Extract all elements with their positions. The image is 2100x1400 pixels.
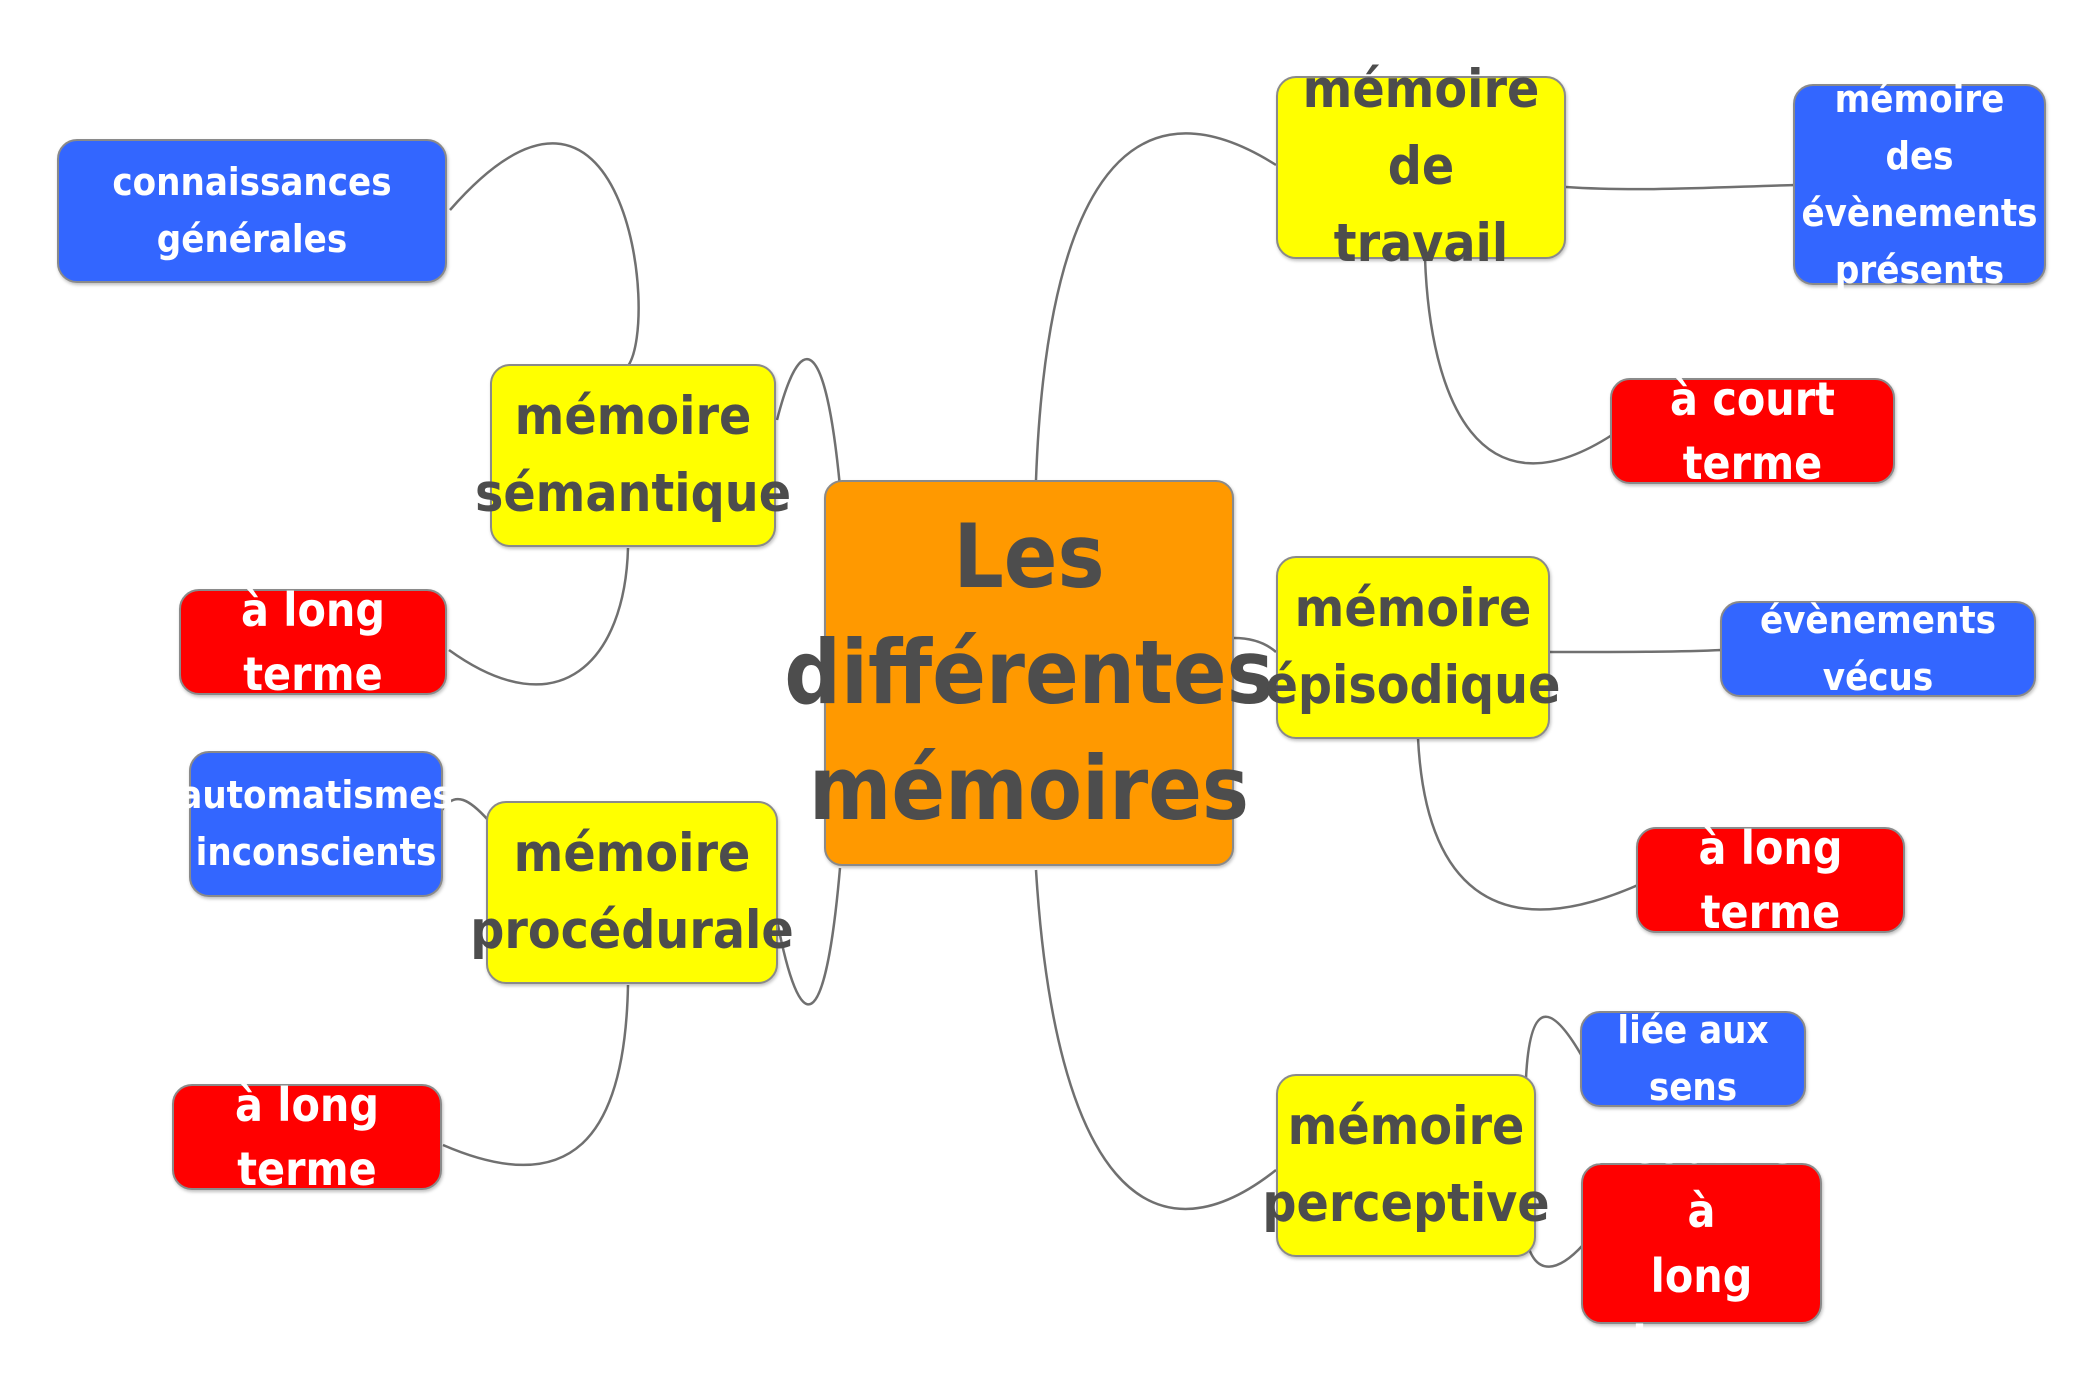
link-center-episodique bbox=[1233, 636, 1277, 653]
branch-memoire-de-travail[interactable]: mémoire de travail bbox=[1276, 59, 1566, 274]
link-procedurale-description bbox=[440, 798, 489, 821]
branch-memoire-procedurale[interactable]: mémoire procédurale bbox=[470, 801, 794, 984]
leaf-semantique-duration[interactable]: à long terme bbox=[179, 583, 447, 701]
central-topic[interactable]: Les différentes mémoires bbox=[784, 480, 1274, 866]
link-semantique-duration bbox=[448, 547, 630, 686]
link-travail-description bbox=[1565, 183, 1797, 191]
leaf-automatismes-inconscients[interactable]: automatismes inconscients bbox=[179, 751, 453, 897]
link-episodique-description bbox=[1549, 648, 1723, 654]
leaf-connaissances-generales[interactable]: connaissances générales bbox=[57, 139, 447, 283]
link-perceptive-description bbox=[1524, 1015, 1585, 1079]
link-procedurale-duration bbox=[442, 984, 630, 1167]
leaf-episodique-duration[interactable]: à long terme bbox=[1636, 821, 1905, 939]
leaf-evenements-vecus[interactable]: évènements vécus bbox=[1720, 598, 2036, 699]
link-center-semantique bbox=[775, 358, 842, 488]
link-travail-duration bbox=[1423, 257, 1613, 465]
branch-memoire-episodique[interactable]: mémoire épisodique bbox=[1266, 556, 1560, 739]
leaf-memoire-evenements-presents[interactable]: mémoire des évènements présents bbox=[1793, 77, 2046, 292]
leaf-procedurale-duration[interactable]: à long terme bbox=[172, 1078, 442, 1196]
leaf-travail-duration[interactable]: à court terme bbox=[1610, 372, 1895, 490]
link-center-perceptive bbox=[1034, 869, 1277, 1211]
branch-memoire-semantique[interactable]: mémoire sémantique bbox=[475, 364, 791, 547]
branch-memoire-perceptive[interactable]: mémoire perceptive bbox=[1262, 1074, 1550, 1257]
link-semantique-description bbox=[449, 142, 640, 367]
leaf-liee-aux-sens[interactable]: liée aux sens bbox=[1580, 1008, 1806, 1109]
link-episodique-duration bbox=[1416, 737, 1639, 911]
link-center-procedurale bbox=[775, 867, 842, 1006]
leaf-perceptive-duration[interactable]: à court et à long terme bbox=[1581, 1120, 1822, 1367]
link-center-travail bbox=[1034, 132, 1277, 481]
